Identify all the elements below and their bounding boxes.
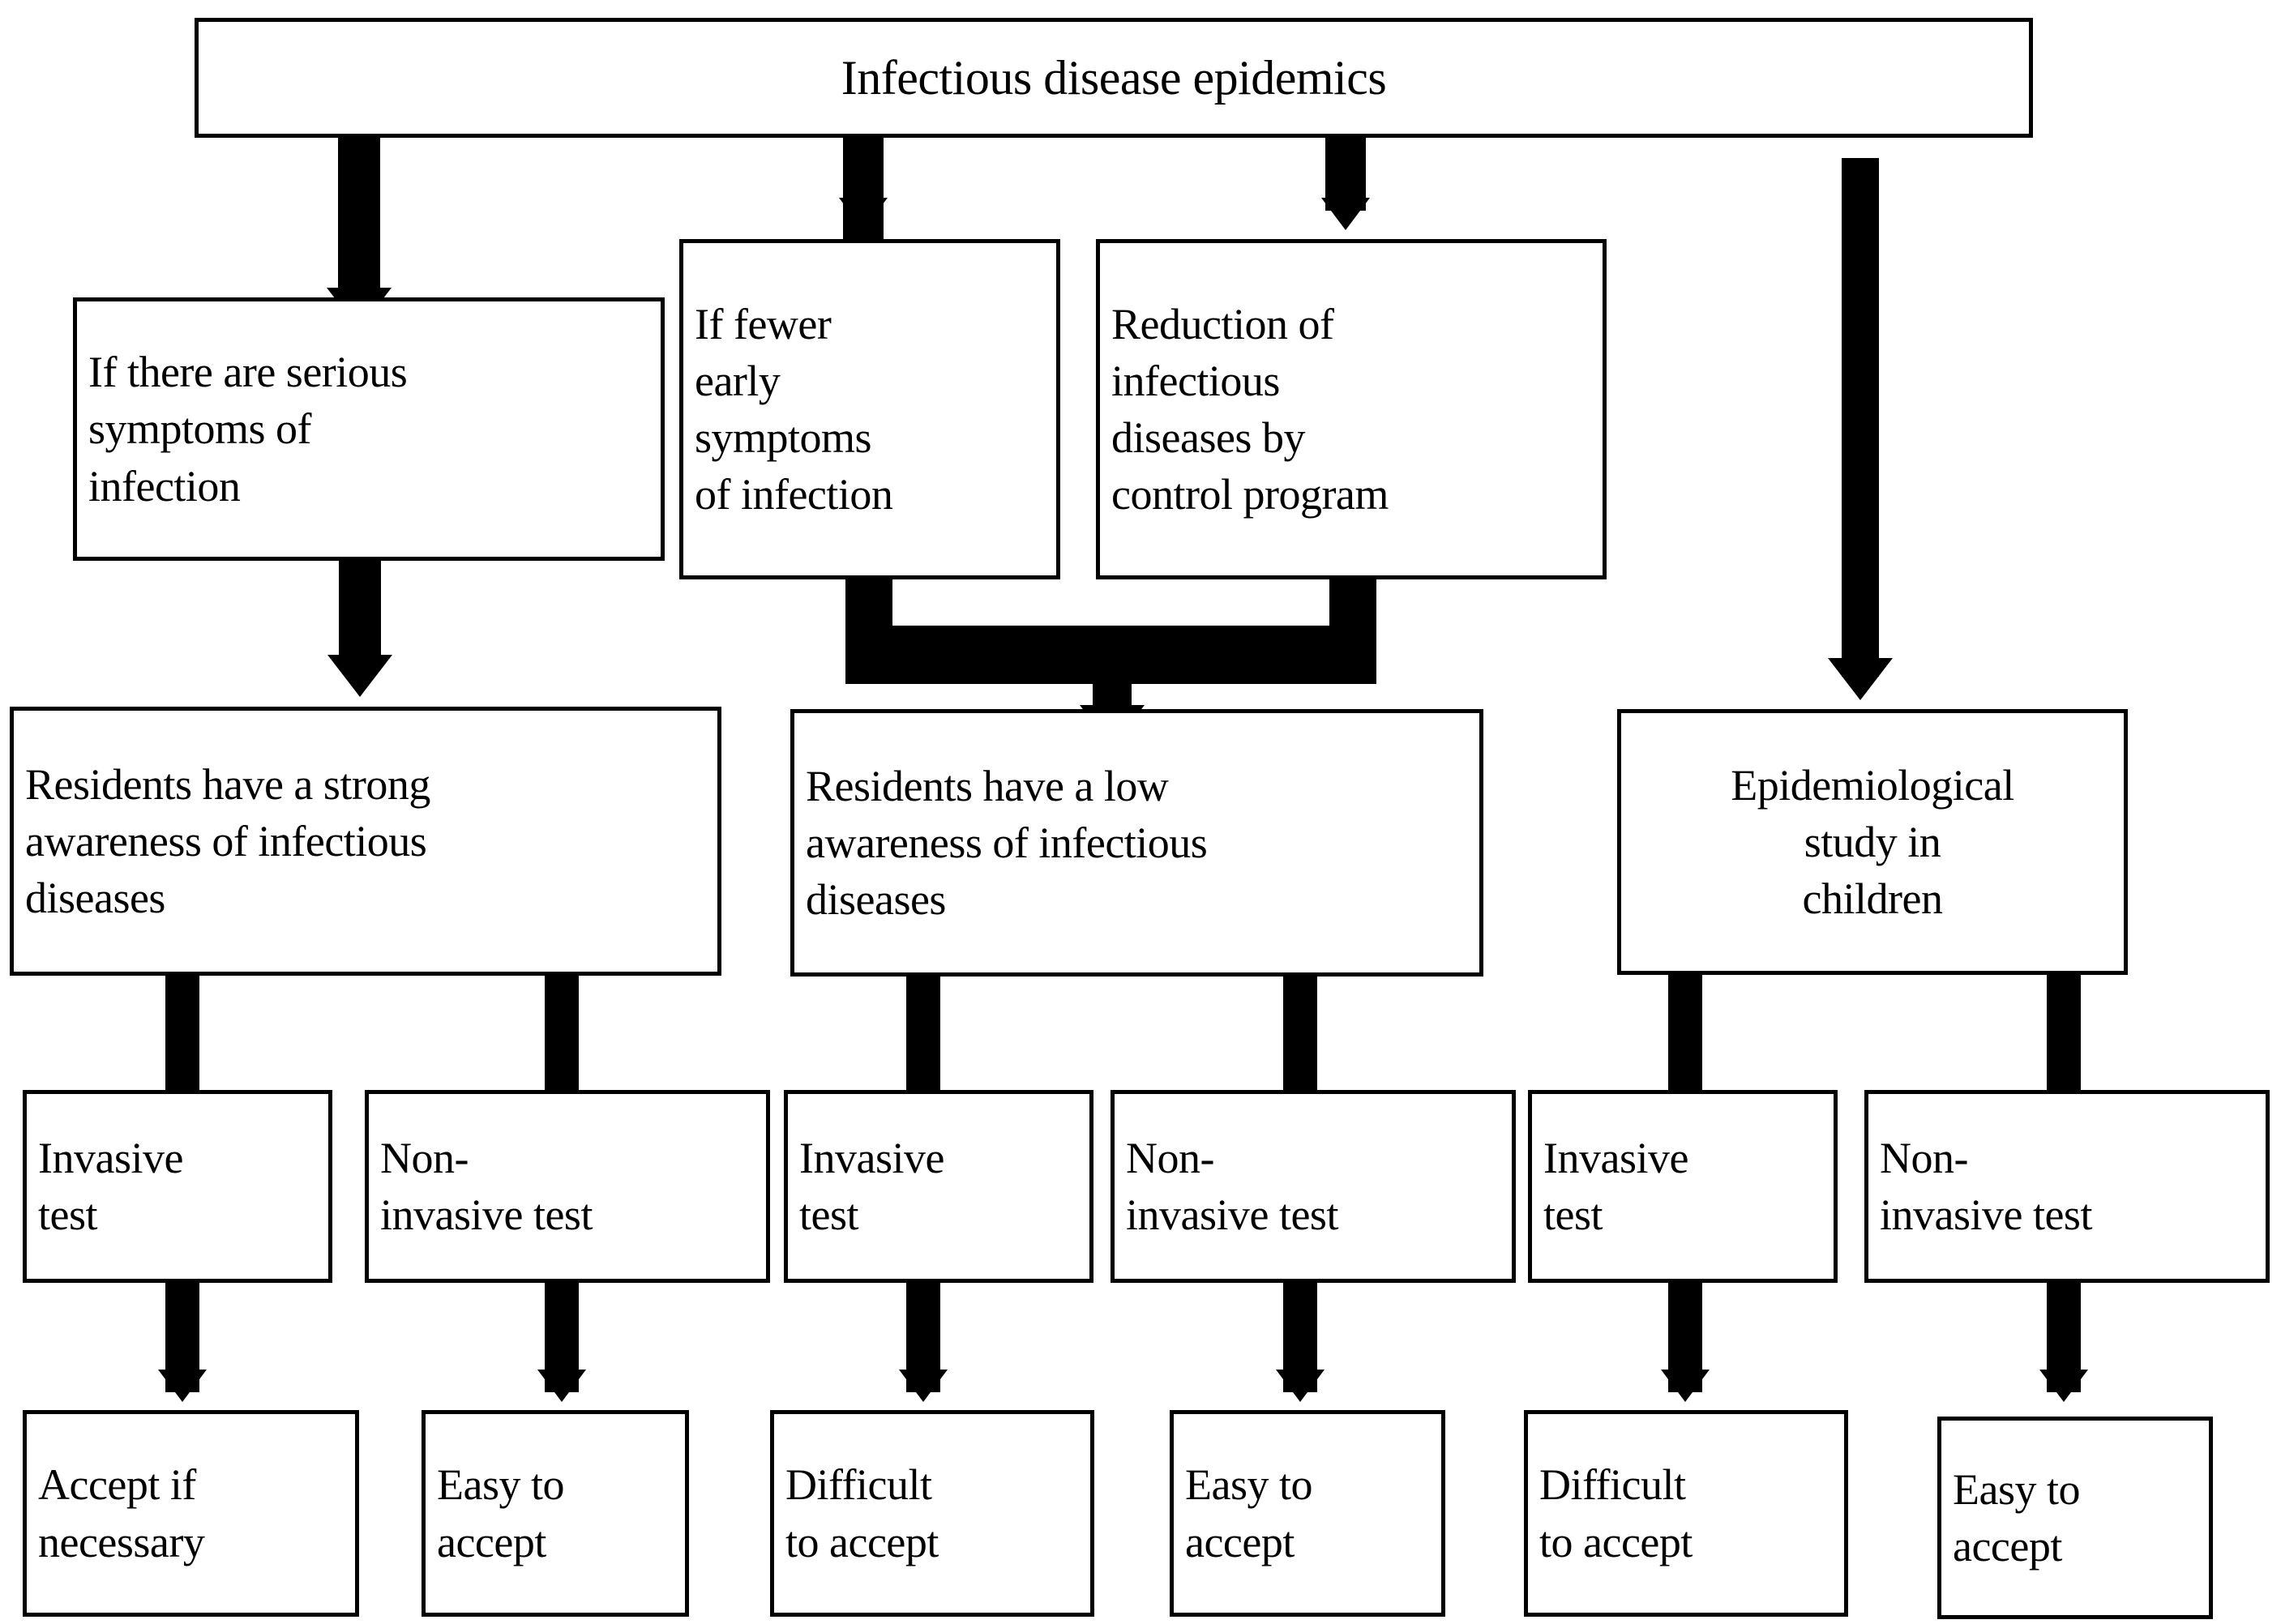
node-non-invasive-test-3: Non- invasive test <box>1864 1090 2270 1283</box>
node-infectious-disease-epidemics: Infectious disease epidemics <box>195 18 2033 138</box>
node-low-awareness: Residents have a low awareness of infect… <box>790 709 1483 977</box>
node-label: Easy to accept <box>1185 1460 1312 1566</box>
node-label: Invasive test <box>799 1133 944 1239</box>
node-serious-symptoms: If there are serious symptoms of infecti… <box>73 297 665 561</box>
node-difficult-to-accept-1: Difficult to accept <box>770 1410 1094 1617</box>
node-label: Difficult to accept <box>1539 1460 1693 1566</box>
node-label: Residents have a strong awareness of inf… <box>25 759 430 923</box>
node-strong-awareness: Residents have a strong awareness of inf… <box>10 707 721 976</box>
node-label: If there are serious symptoms of infecti… <box>88 348 408 511</box>
node-label: Non- invasive test <box>1126 1133 1338 1239</box>
node-label: Infectious disease epidemics <box>841 51 1387 105</box>
node-invasive-test-3: Invasive test <box>1528 1090 1838 1283</box>
node-label: Difficult to accept <box>785 1460 939 1566</box>
node-fewer-early-symptoms: If fewer early symptoms of infection <box>679 239 1060 579</box>
node-label: Reduction of infectious diseases by cont… <box>1111 299 1389 519</box>
node-epidemiological-study: Epidemiological study in children <box>1617 709 2128 975</box>
node-accept-if-necessary: Accept if necessary <box>23 1410 359 1617</box>
node-label: Easy to accept <box>1953 1464 2080 1571</box>
node-label: Accept if necessary <box>38 1460 205 1566</box>
node-reduction-control-program: Reduction of infectious diseases by cont… <box>1096 239 1607 579</box>
node-label: Invasive test <box>1543 1133 1688 1239</box>
node-easy-to-accept-3: Easy to accept <box>1937 1417 2213 1619</box>
node-label: Residents have a low awareness of infect… <box>806 761 1208 925</box>
node-invasive-test-1: Invasive test <box>23 1090 332 1283</box>
node-label: Easy to accept <box>437 1460 564 1566</box>
node-label: Non- invasive test <box>380 1133 593 1239</box>
node-non-invasive-test-1: Non- invasive test <box>365 1090 770 1283</box>
node-difficult-to-accept-2: Difficult to accept <box>1524 1410 1848 1617</box>
node-easy-to-accept-2: Easy to accept <box>1170 1410 1445 1617</box>
node-label: If fewer early symptoms of infection <box>695 299 893 519</box>
node-invasive-test-2: Invasive test <box>784 1090 1093 1283</box>
node-label: Epidemiological study in children <box>1731 760 2014 924</box>
node-easy-to-accept-1: Easy to accept <box>422 1410 689 1617</box>
node-non-invasive-test-2: Non- invasive test <box>1111 1090 1516 1283</box>
node-label: Non- invasive test <box>1880 1133 2092 1239</box>
node-label: Invasive test <box>38 1133 183 1239</box>
